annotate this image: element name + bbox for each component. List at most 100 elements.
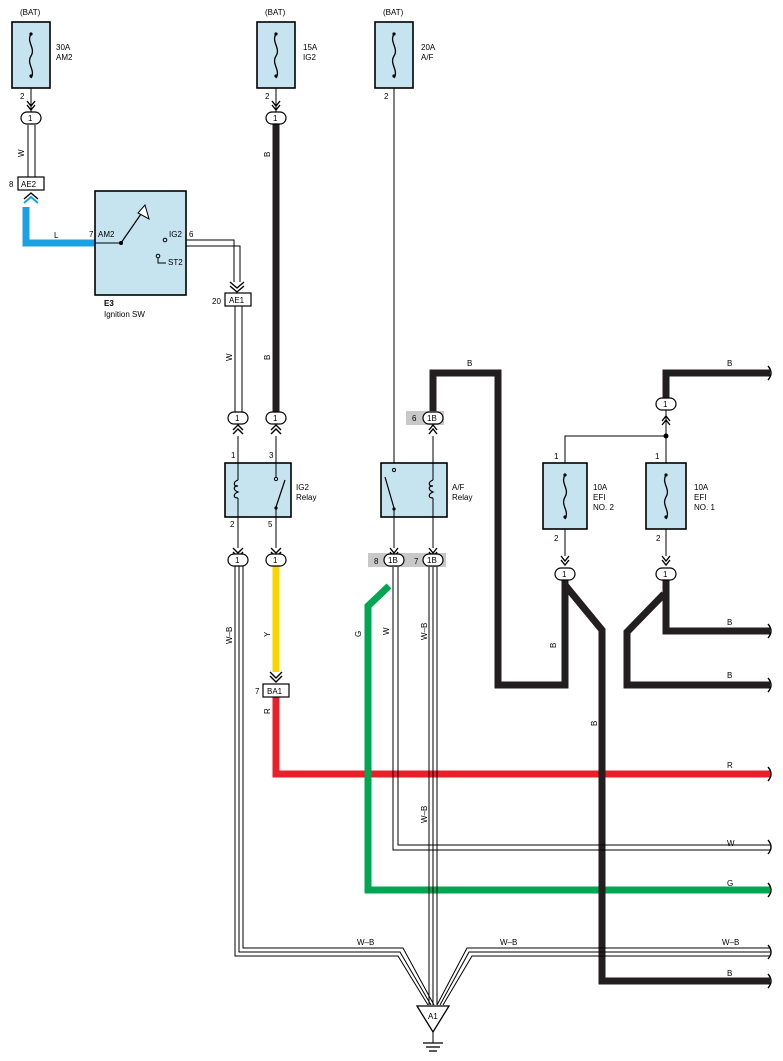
svg-text:B: B (727, 359, 732, 368)
svg-text:W: W (727, 839, 735, 848)
wire-b-af-relay (429, 369, 569, 689)
svg-text:W–B: W–B (722, 938, 739, 947)
wire-l-am2 (22, 207, 95, 247)
wire-w-ae1 (234, 306, 243, 414)
svg-text:1: 1 (663, 400, 668, 409)
svg-text:W–B: W–B (420, 806, 429, 823)
svg-text:7: 7 (414, 557, 419, 566)
svg-text:B: B (549, 643, 558, 648)
connector-1b-pin8-7: 8 1B 7 1B (368, 547, 446, 567)
svg-text:Ignition SW: Ignition SW (104, 310, 145, 319)
svg-text:1: 1 (655, 452, 660, 461)
svg-text:5: 5 (268, 520, 273, 529)
svg-text:R: R (263, 708, 272, 714)
connector-1-efi1-out: 1 (655, 567, 677, 581)
svg-text:ST2: ST2 (168, 258, 183, 267)
svg-text:B: B (263, 152, 272, 157)
svg-text:B: B (727, 671, 732, 680)
svg-text:8: 8 (9, 180, 14, 189)
svg-text:1: 1 (273, 556, 278, 565)
af-relay: A/F Relay (380, 436, 472, 548)
connector-ba1: 7 BA1 (255, 671, 290, 698)
svg-text:B: B (727, 969, 732, 978)
svg-text:2: 2 (20, 92, 25, 101)
svg-text:3: 3 (269, 451, 274, 460)
svg-text:B: B (590, 721, 599, 726)
fuse-efi-no2: 1 10A EFI NO. 2 2 (542, 452, 614, 567)
svg-text:B: B (263, 355, 272, 360)
svg-text:W: W (382, 627, 391, 635)
svg-text:AM2: AM2 (56, 53, 73, 62)
wire-b-efi1-out (623, 580, 770, 689)
connector-1-ig2-relay-out5: 1 (265, 547, 287, 567)
wire-b-efi1-feed (662, 369, 770, 398)
svg-text:1: 1 (273, 114, 278, 123)
svg-text:1: 1 (235, 414, 240, 423)
svg-text:Relay: Relay (296, 493, 316, 502)
fuse-ig2: (BAT) 15A IG2 2 (256, 8, 318, 112)
svg-text:1: 1 (663, 570, 668, 579)
svg-text:1B: 1B (388, 556, 398, 565)
svg-text:(BAT): (BAT) (383, 8, 404, 17)
fuse-af: (BAT) 20A A/F 2 (374, 8, 436, 101)
svg-text:NO. 1: NO. 1 (694, 503, 715, 512)
svg-text:EFI: EFI (694, 493, 706, 502)
svg-text:A/F: A/F (421, 53, 434, 62)
wire-w-ig2-out (183, 239, 241, 282)
connector-1-efi2: 1 (554, 567, 576, 581)
svg-text:B: B (467, 359, 472, 368)
wire-r (272, 697, 770, 778)
svg-text:A/F: A/F (452, 483, 465, 492)
wire-g (364, 583, 770, 894)
svg-text:AM2: AM2 (98, 230, 115, 239)
connector-1-ig2-relay-out2: 1 (227, 547, 249, 567)
svg-text:NO. 2: NO. 2 (593, 503, 614, 512)
svg-text:AE1: AE1 (229, 296, 245, 305)
svg-text:2: 2 (554, 534, 559, 543)
wire-w-am2 (27, 125, 36, 177)
connector-1-efi1-in: 1 (655, 397, 677, 426)
svg-text:Relay: Relay (452, 493, 472, 502)
svg-text:2: 2 (265, 92, 270, 101)
fuse-efi-no1: 1 10A EFI NO. 1 2 (645, 452, 715, 567)
connector-1-ig2-fuse: 1 (265, 111, 287, 125)
wire-efi-junction (564, 435, 666, 463)
svg-text:1B: 1B (427, 414, 437, 423)
svg-text:6: 6 (189, 230, 194, 239)
svg-text:1: 1 (562, 570, 567, 579)
svg-text:IG2: IG2 (303, 53, 316, 62)
svg-text:30A: 30A (56, 43, 71, 52)
svg-text:20A: 20A (421, 43, 436, 52)
svg-text:6: 6 (412, 414, 417, 423)
junction-dot (663, 433, 669, 439)
svg-text:A1: A1 (428, 1012, 438, 1021)
svg-text:2: 2 (230, 520, 235, 529)
svg-text:B: B (727, 618, 732, 627)
ig2-relay: 1 3 2 5 IG2 Relay (224, 436, 316, 548)
svg-text:1: 1 (273, 414, 278, 423)
svg-text:10A: 10A (694, 483, 709, 492)
svg-text:G: G (727, 879, 733, 888)
svg-text:8: 8 (374, 557, 379, 566)
svg-text:W: W (17, 149, 26, 157)
svg-text:1B: 1B (427, 556, 437, 565)
svg-text:W: W (225, 353, 234, 361)
svg-text:W–B: W–B (357, 938, 374, 947)
svg-text:L: L (54, 231, 59, 240)
svg-text:E3: E3 (104, 299, 114, 308)
connector-ae1: 20 AE1 (212, 281, 252, 307)
connector-ae2: 8 AE2 (9, 176, 45, 204)
svg-text:BA1: BA1 (267, 687, 283, 696)
ignition-switch: 7 AM2 IG2 6 ST2 E3 Ignition SW (89, 190, 194, 319)
wire-wb-ig2-ground (234, 566, 435, 1006)
connector-1-ae1-out: 1 (227, 411, 249, 435)
svg-text:1: 1 (235, 556, 240, 565)
svg-text:G: G (354, 631, 363, 637)
wire-b-efi2-out (562, 582, 770, 985)
svg-text:Y: Y (263, 631, 272, 637)
svg-text:7: 7 (255, 687, 260, 696)
svg-text:1: 1 (231, 451, 236, 460)
wire-labels: W L B B W W–B Y R G W W–B W–B B B B B B … (17, 149, 739, 978)
svg-text:W–B: W–B (225, 627, 234, 644)
